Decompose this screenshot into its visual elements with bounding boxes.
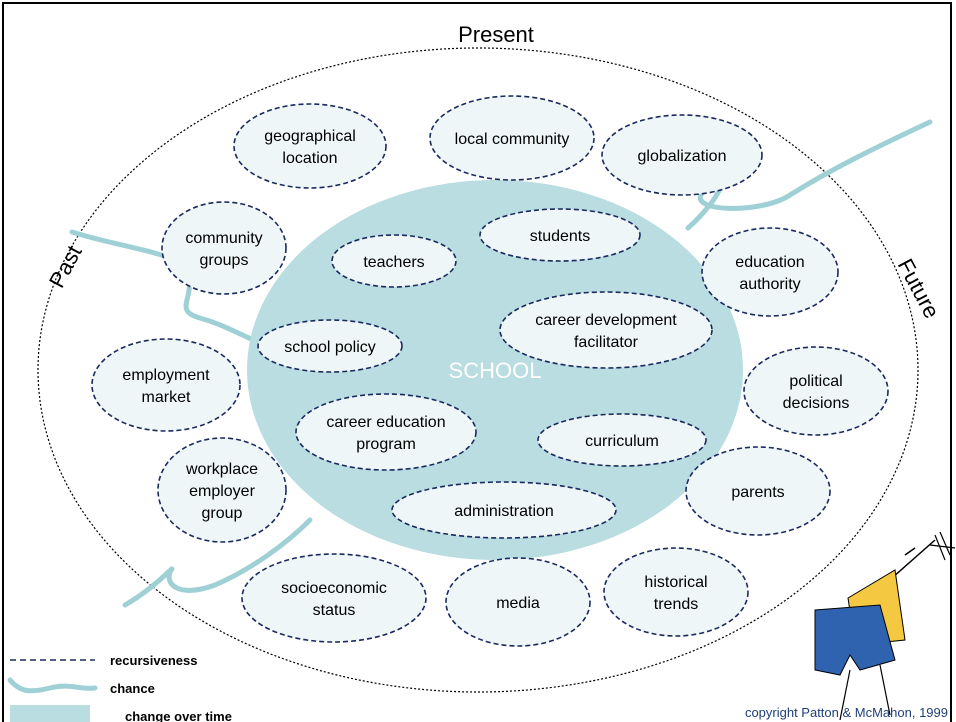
outer-node-label: market xyxy=(142,389,191,406)
outer-node-label: groups xyxy=(200,252,249,269)
inner-node-label: career education xyxy=(326,414,445,431)
outer-node-ellipse xyxy=(445,557,591,647)
outer-node-label: status xyxy=(313,602,356,619)
outer-node-ellipse xyxy=(601,114,763,196)
outer-context-ellipse xyxy=(37,47,919,693)
inner-node-label: teachers xyxy=(363,254,424,271)
outer-node-label: parents xyxy=(731,484,784,501)
inner-node-administration: administration xyxy=(391,481,617,539)
inner-node-ellipse xyxy=(295,393,477,471)
chance-line-bottom-left xyxy=(122,517,313,608)
outer-node-label: media xyxy=(496,595,540,612)
inner-node-label: school policy xyxy=(284,339,376,356)
outer-node-historical-trends: historical trends xyxy=(603,547,749,637)
outer-node-label: socioeconomic xyxy=(281,580,387,597)
outer-node-label: employment xyxy=(122,367,210,384)
outer-node-label: decisions xyxy=(783,395,850,412)
present-label: Present xyxy=(458,22,534,47)
future-label: Future xyxy=(893,255,945,323)
inner-node-ellipse xyxy=(331,234,457,288)
outer-node-label: workplace xyxy=(185,461,258,478)
outer-node-ellipse xyxy=(701,227,839,317)
inner-node-ellipse xyxy=(391,481,617,539)
inner-node-career-development-facilitator: career development facilitator xyxy=(499,291,713,369)
chance-line-left xyxy=(69,229,268,348)
outer-node-employment-market: employment market xyxy=(91,338,241,432)
inner-node-ellipse xyxy=(499,291,713,369)
inner-node-teachers: teachers xyxy=(331,234,457,288)
outer-node-education-authority: education authority xyxy=(701,227,839,317)
inner-node-label: program xyxy=(356,436,416,453)
legend-change-swatch xyxy=(10,705,90,722)
outer-node-globalization: globalization xyxy=(601,114,763,196)
outer-node-label: political xyxy=(789,373,842,390)
legend-chance-text: chance xyxy=(110,681,155,696)
outer-node-label: employer xyxy=(189,483,255,500)
outer-node-geographical-location: geographical location xyxy=(233,103,387,189)
copyright-text: copyright Patton & McMahon, 1999 xyxy=(745,705,948,720)
inner-node-ellipse xyxy=(479,208,641,262)
inner-node-ellipse xyxy=(257,319,403,373)
inner-node-label: students xyxy=(530,228,590,245)
outer-node-ellipse xyxy=(157,437,287,543)
outer-node-workplace-employer-group: workplace employer group xyxy=(157,437,287,543)
node-group: teachers students career development facili… xyxy=(91,95,889,647)
outer-node-local-community: local community xyxy=(429,95,595,181)
inner-node-ellipse xyxy=(537,413,707,467)
outer-node-ellipse xyxy=(429,95,595,181)
inner-node-students: students xyxy=(479,208,641,262)
inner-node-career-education-program: career education program xyxy=(295,393,477,471)
outer-node-label: location xyxy=(282,150,337,167)
outer-node-ellipse xyxy=(91,338,241,432)
inner-node-label: curriculum xyxy=(585,433,659,450)
child-figure-illustration xyxy=(814,531,956,721)
outer-node-label: geographical xyxy=(264,128,356,145)
inner-node-label: administration xyxy=(454,503,554,520)
outer-node-label: local community xyxy=(455,131,570,148)
outer-node-label: authority xyxy=(739,276,800,293)
outer-node-ellipse xyxy=(743,346,889,436)
outer-node-label: trends xyxy=(654,596,698,613)
outer-node-label: globalization xyxy=(638,148,727,165)
inner-node-label: career development xyxy=(535,312,677,329)
outer-node-label: community xyxy=(185,230,262,247)
outer-node-label: education xyxy=(735,254,804,271)
outer-node-media: media xyxy=(445,557,591,647)
outer-node-ellipse xyxy=(161,201,287,295)
outer-node-parents: parents xyxy=(685,446,831,536)
outer-node-label: historical xyxy=(644,574,707,591)
legend-chance-line xyxy=(7,677,98,694)
outer-node-label: group xyxy=(202,505,243,522)
legend-recursiveness-text: recursiveness xyxy=(110,653,197,668)
inner-node-curriculum: curriculum xyxy=(537,413,707,467)
outer-node-ellipse xyxy=(685,446,831,536)
outer-node-ellipse xyxy=(233,103,387,189)
outer-node-ellipse xyxy=(603,547,749,637)
outer-node-ellipse xyxy=(241,553,427,643)
school-label: SCHOOL xyxy=(449,358,542,383)
inner-node-label: facilitator xyxy=(574,334,639,351)
inner-node-school-policy: school policy xyxy=(257,319,403,373)
legend-change-text: change over time xyxy=(125,709,232,722)
outer-node-community-groups: community groups xyxy=(161,201,287,295)
outer-node-socioeconomic-status: socioeconomic status xyxy=(241,553,427,643)
outer-node-political-decisions: political decisions xyxy=(743,346,889,436)
past-label: Past xyxy=(44,241,87,292)
